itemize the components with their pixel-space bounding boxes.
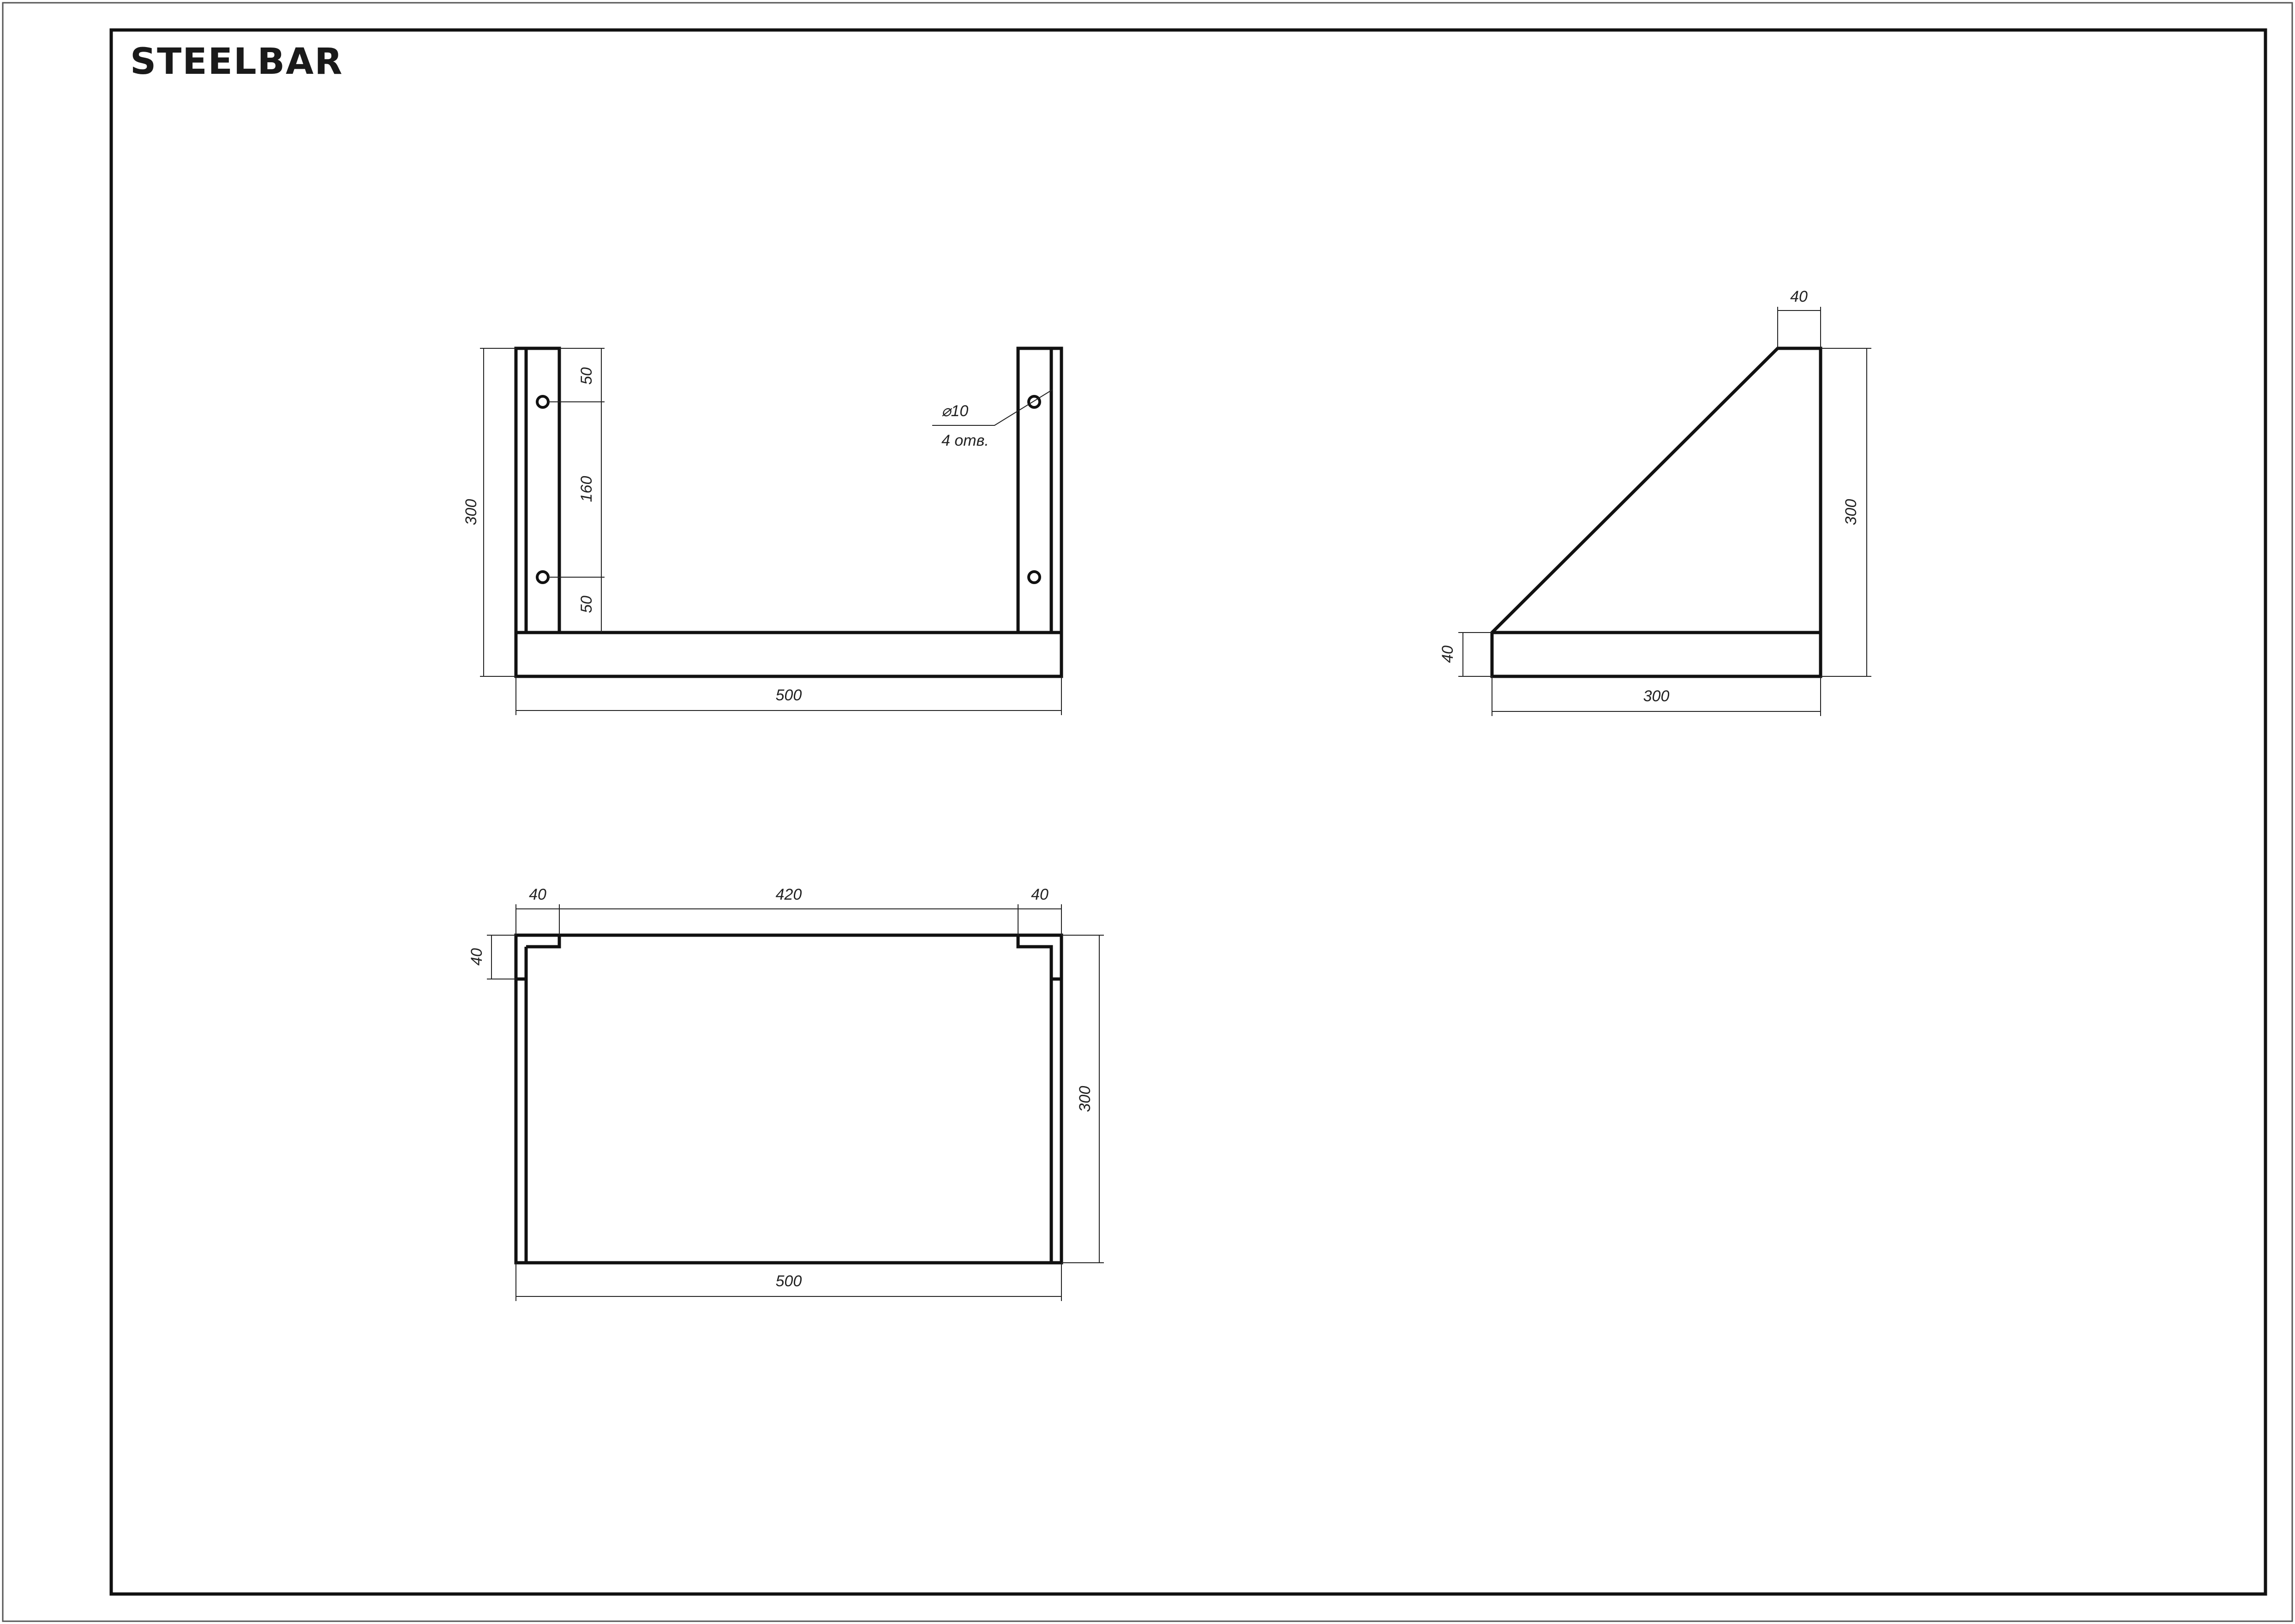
- mounting-hole: [1027, 395, 1041, 409]
- top-left-flange-label: 40: [529, 886, 546, 903]
- top-flange-depth-label: 40: [468, 948, 485, 966]
- front-width-label: 500: [776, 687, 802, 704]
- shelf-base-front: [514, 631, 1063, 678]
- side-view: 40 300 40 300: [1439, 288, 1871, 716]
- side-top-width-label: 40: [1790, 288, 1808, 305]
- top-view: 40 420 40 40 300 500: [468, 886, 1104, 1301]
- front-height-label: 300: [462, 499, 480, 525]
- hole-bottom-offset-label: 50: [578, 596, 595, 613]
- top-view-outline: [514, 933, 1063, 1265]
- side-bracket-outline: [1490, 346, 1822, 678]
- top-right-flange-label: 40: [1031, 886, 1049, 903]
- right-upright-outer: [1016, 346, 1063, 634]
- side-height-label: 300: [1842, 499, 1860, 525]
- side-base-thickness-label: 40: [1439, 645, 1456, 663]
- company-logo: STEELBAR: [130, 41, 343, 83]
- top-depth-label: 300: [1076, 1086, 1094, 1112]
- hole-leader: [932, 389, 1053, 426]
- mounting-hole: [536, 395, 550, 409]
- top-width-label: 500: [776, 1272, 802, 1290]
- side-depth-label: 300: [1643, 687, 1670, 705]
- drawing-frame: [109, 28, 2267, 1596]
- top-middle-label: 420: [776, 886, 802, 903]
- hole-count-label: 4 отв.: [941, 432, 989, 449]
- hole-spacing-label: 160: [578, 476, 595, 502]
- left-upright-outer: [514, 346, 561, 634]
- front-view: 300 50 160 50 ⌀10 4 отв. 500: [462, 346, 1063, 715]
- top-view-inner-contour: [516, 935, 1061, 1263]
- hole-top-offset-label: 50: [578, 367, 595, 385]
- mounting-hole: [1027, 570, 1041, 584]
- hole-diameter-label: ⌀10: [941, 402, 968, 420]
- mounting-hole: [536, 570, 550, 584]
